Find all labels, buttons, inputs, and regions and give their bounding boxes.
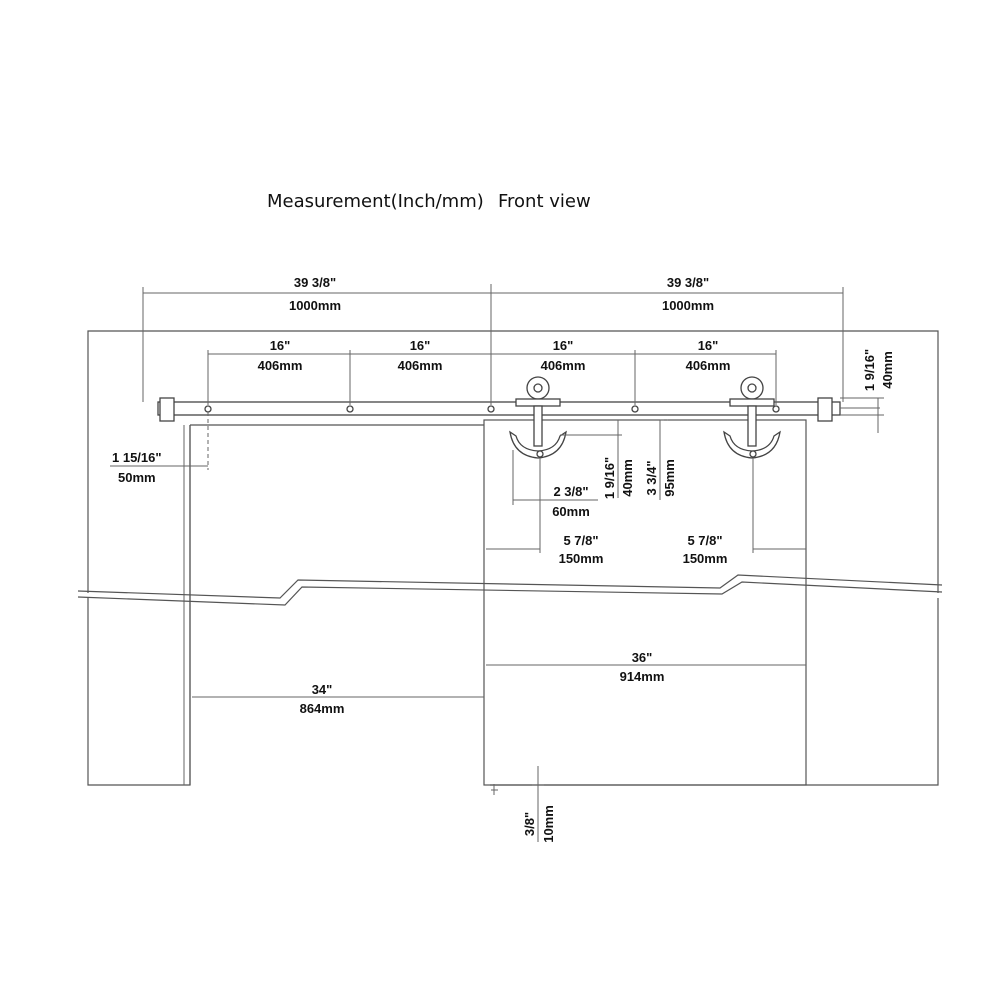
dim-rail-height-mm: 40mm [880, 351, 895, 389]
dim-spacing-4-mm: 406mm [686, 358, 731, 373]
mount-hole-1 [204, 405, 212, 413]
dim-hanger-drop-in: 3 3/4" [644, 460, 659, 495]
rail-end-stop-right [817, 397, 833, 422]
dim-spacing-3-mm: 406mm [541, 358, 586, 373]
dim-rail-height-in: 1 9/16" [862, 349, 877, 391]
dim-opening-width-mm: 864mm [300, 701, 345, 716]
dim-spacing-2-in: 16" [410, 338, 431, 353]
dim-edge-right-in: 5 7/8" [687, 533, 722, 548]
dim-floor-gap-mm: 10mm [541, 805, 556, 843]
anchor-hanger-left [509, 376, 567, 459]
dim-edge-left-mm: 150mm [559, 551, 604, 566]
door-panel [483, 419, 807, 786]
measurement-title: Measurement(Inch/mm) [267, 191, 484, 212]
mount-hole-2 [346, 405, 354, 413]
dim-spacing-4-in: 16" [698, 338, 719, 353]
dim-spacing-3-in: 16" [553, 338, 574, 353]
dim-edge-left-in: 5 7/8" [563, 533, 598, 548]
dim-wall-offset-mm: 50mm [118, 470, 156, 485]
dim-hanger-drop-mm: 95mm [662, 459, 677, 497]
mount-hole-5 [772, 405, 780, 413]
dim-hanger-hole-in: 2 3/8" [553, 484, 588, 499]
dim-rail-left-in: 39 3/8" [294, 275, 336, 290]
dim-rail-right-in: 39 3/8" [667, 275, 709, 290]
dim-spacing-1-mm: 406mm [258, 358, 303, 373]
mount-hole-4 [631, 405, 639, 413]
break-line-upper [77, 574, 943, 599]
dim-floor-gap-in: 3/8" [522, 812, 537, 836]
dim-spacing-2-mm: 406mm [398, 358, 443, 373]
dim-hanger-hole-mm: 60mm [552, 504, 590, 519]
dim-door-width-mm: 914mm [620, 669, 665, 684]
wall-outline-top [87, 330, 939, 593]
dim-rail-right-mm: 1000mm [662, 298, 714, 313]
dim-hanger-gap-in: 1 9/16" [602, 457, 617, 499]
dim-rail-left-mm: 1000mm [289, 298, 341, 313]
anchor-hanger-right [723, 376, 781, 459]
dim-opening-width-in: 34" [312, 682, 333, 697]
mount-hole-3 [487, 405, 495, 413]
floor-guide [491, 784, 498, 795]
dim-door-width-in: 36" [632, 650, 653, 665]
dim-wall-offset-in: 1 15/16" [112, 450, 162, 465]
dim-hanger-gap-mm: 40mm [620, 459, 635, 497]
view-title: Front view [498, 191, 591, 212]
break-line-lower [77, 581, 943, 606]
dim-edge-right-mm: 150mm [683, 551, 728, 566]
dim-spacing-1-in: 16" [270, 338, 291, 353]
rail-end-stop-left [159, 397, 175, 422]
